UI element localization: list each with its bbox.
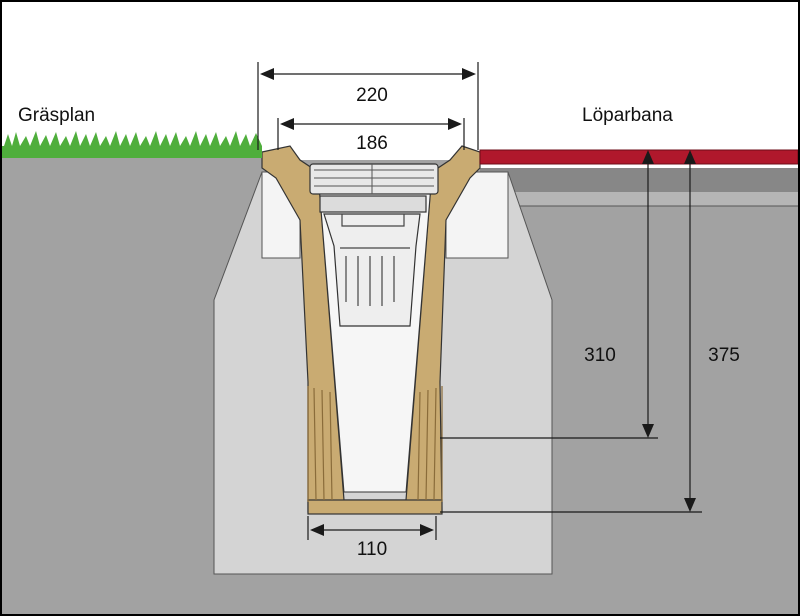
label-inner-width: 186	[356, 133, 388, 154]
track-sub-layer	[480, 192, 798, 206]
wall-ribs-right	[417, 386, 443, 502]
channel-base	[307, 499, 443, 515]
label-bg-220	[346, 82, 398, 108]
grass-blades	[4, 131, 262, 146]
dimension-bottom-width	[307, 516, 437, 540]
grating-frame	[309, 163, 439, 195]
sediment-bucket	[323, 213, 421, 327]
label-left-surface: Gräsplan	[18, 105, 95, 126]
dimension-outer-width	[257, 62, 479, 150]
label-outer-width: 220	[356, 85, 388, 106]
grass-strip	[2, 146, 262, 158]
label-bottom-width: 110	[357, 539, 387, 560]
label-depth-outer: 375	[708, 345, 740, 366]
label-right-surface: Löparbana	[582, 105, 673, 126]
dimension-inner-width	[277, 118, 465, 150]
grating-support	[319, 195, 427, 213]
dimension-depth-375	[440, 150, 702, 513]
running-track-surface	[479, 149, 799, 165]
sediment-bucket-handle	[341, 214, 405, 227]
sediment-bucket-ribs	[340, 247, 410, 306]
grating-slots	[314, 164, 434, 194]
track-base-layer	[480, 168, 798, 192]
label-depth-inner: 310	[584, 345, 616, 366]
wall-ribs-left	[307, 386, 333, 502]
dimension-depth-310	[440, 150, 658, 439]
